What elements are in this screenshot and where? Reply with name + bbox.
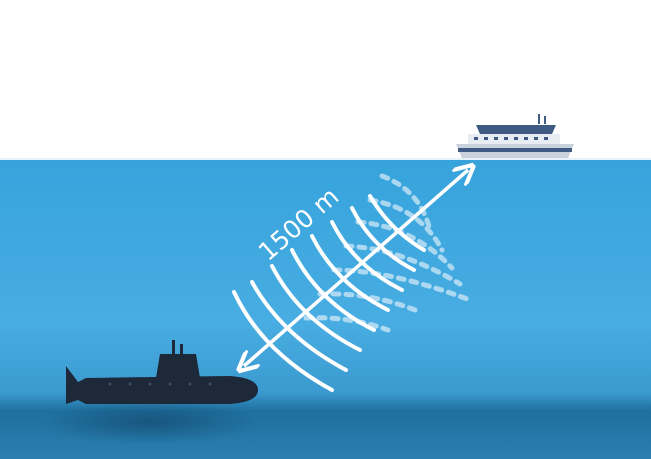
distance-arrow [244, 170, 468, 366]
submarine [66, 340, 258, 404]
ship [456, 114, 574, 158]
submarine-shadow [40, 400, 260, 444]
